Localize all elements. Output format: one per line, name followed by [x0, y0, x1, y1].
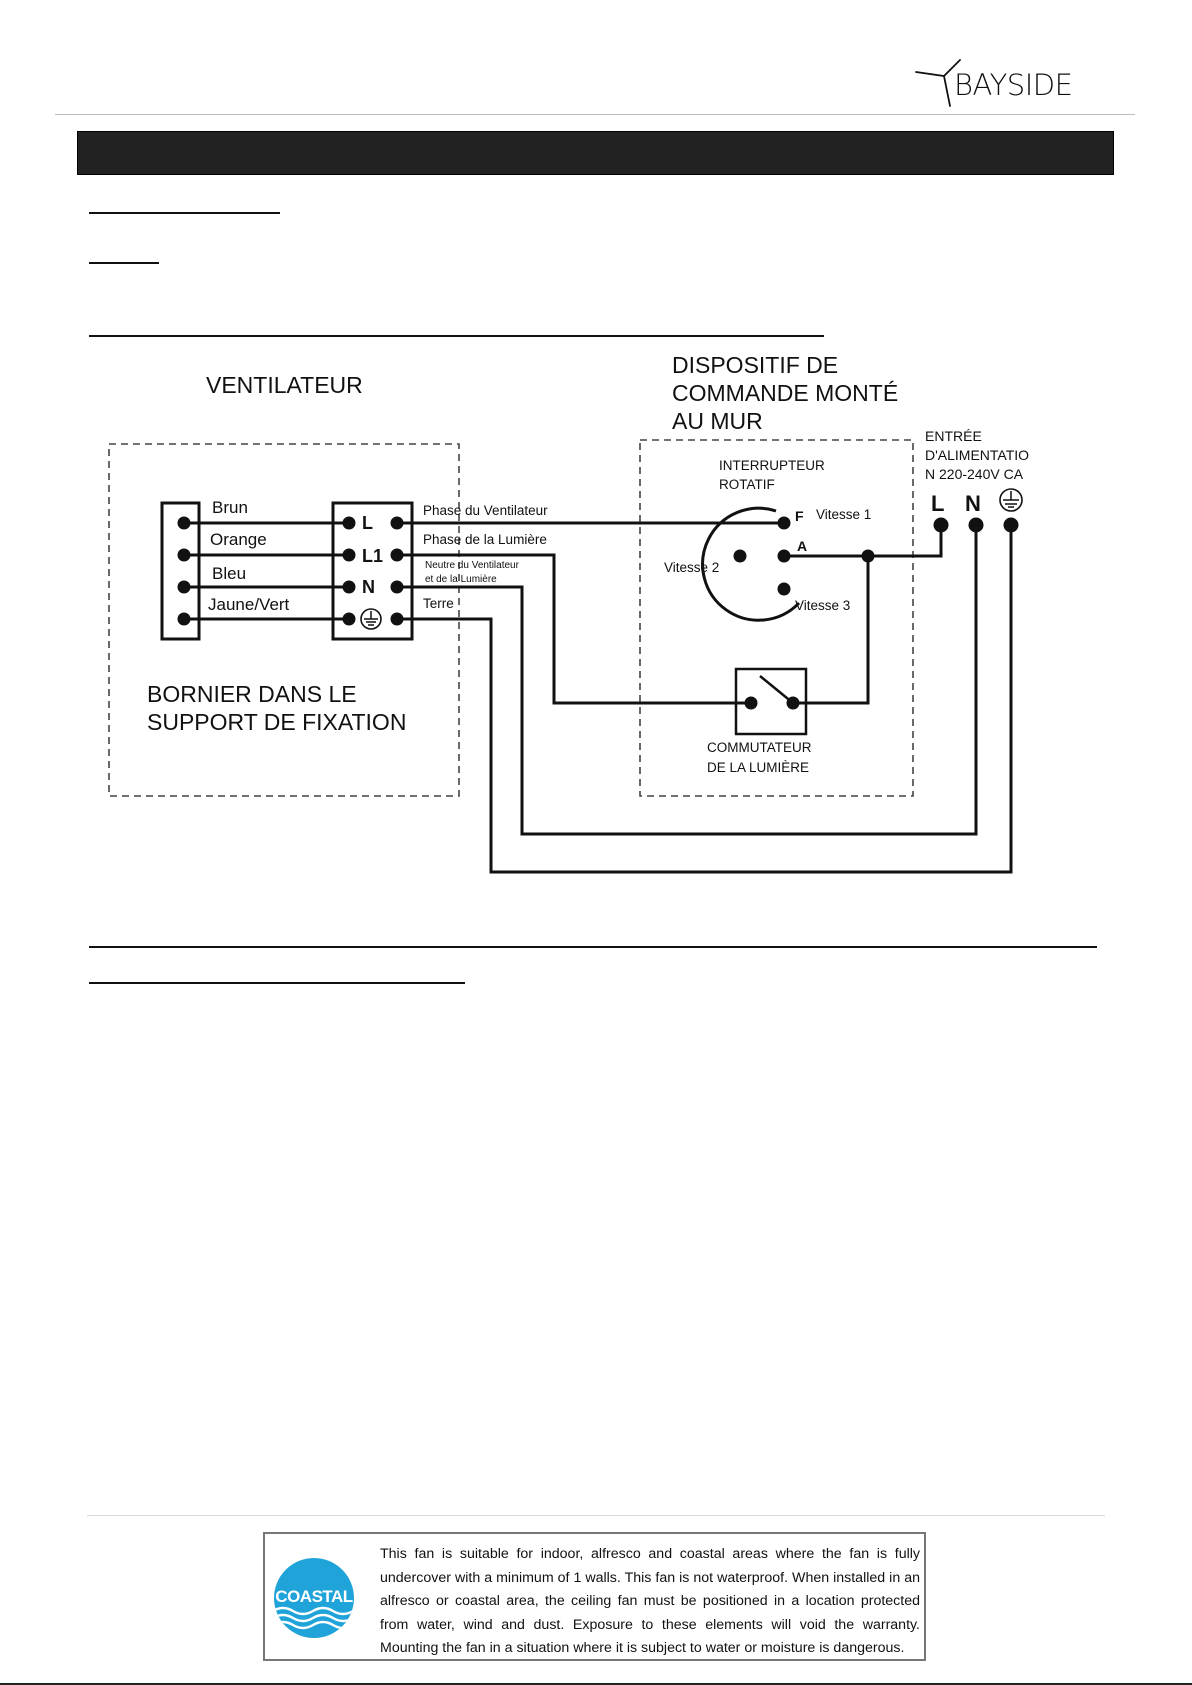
label-neutral-1: Neutre du Ventilateur [425, 560, 520, 571]
heading-underline-5 [89, 982, 465, 984]
heading-underline-3 [89, 335, 824, 337]
rotary-f: F [795, 508, 804, 524]
rotary-switch-arc [701, 506, 801, 622]
header-divider [55, 114, 1135, 115]
power-input-line-2: D'ALIMENTATIO [925, 447, 1029, 463]
coastal-badge-label: COASTAL [275, 1587, 353, 1606]
supply-earth-icon [999, 488, 1023, 512]
wire-color-green-yellow: Jaune/Vert [208, 595, 290, 614]
supply-l-label: L [931, 491, 944, 516]
control-dashed-box [639, 439, 914, 797]
wire-color-orange: Orange [210, 530, 267, 549]
label-neutral-2: et de la Lumière [425, 574, 497, 585]
speed-2-label: Vitesse 2 [664, 560, 719, 575]
speed-1-label: Vitesse 1 [816, 507, 871, 522]
terminal-block-label-1: BORNIER DANS LE [147, 681, 357, 707]
terminal-n: N [362, 577, 375, 597]
light-switch-label-2: DE LA LUMIÈRE [707, 760, 809, 775]
coastal-notice-box [263, 1532, 926, 1661]
control-title-line-2: COMMANDE MONTÉ [672, 380, 898, 406]
wire-color-blue: Bleu [212, 564, 246, 583]
rotary-a: A [797, 538, 807, 554]
section-title-bar [77, 131, 1114, 175]
bayside-logo-mark [915, 59, 961, 107]
light-switch-label-1: COMMUTATEUR [707, 740, 812, 755]
rotary-switch-label-1: INTERRUPTEUR [719, 458, 825, 473]
fan-title: VENTILATEUR [206, 372, 363, 398]
wire-color-brown: Brun [212, 498, 248, 517]
coastal-badge-icon: COASTAL [274, 1558, 354, 1638]
terminal-block-label-2: SUPPORT DE FIXATION [147, 709, 406, 735]
control-title-line-3: AU MUR [672, 408, 763, 434]
power-input-line-1: ENTRÉE [925, 428, 982, 444]
earth-symbol-terminal [360, 608, 382, 630]
footer-divider [87, 1515, 1105, 1516]
speed-3-label: Vitesse 3 [795, 598, 850, 613]
wiring-diagram: VENTILATEUR DISPOSITIF DE COMMANDE MONTÉ… [108, 352, 1029, 874]
page-bottom-rule [0, 1683, 1192, 1685]
terminal-l1: L1 [362, 546, 383, 566]
control-title-line-1: DISPOSITIF DE [672, 352, 838, 378]
supply-n-label: N [965, 491, 981, 516]
label-earth: Terre [423, 596, 454, 611]
power-input-line-3: N 220-240V CA [925, 466, 1024, 482]
coastal-notice-text: This fan is suitable for indoor, alfresc… [380, 1546, 920, 1657]
rotary-switch-label-2: ROTATIF [719, 477, 775, 492]
brand-logo-text: BAYSIDE [954, 68, 1073, 102]
label-fan-phase: Phase du Ventilateur [423, 503, 548, 518]
label-light-phase: Phase de la Lumière [423, 532, 547, 547]
heading-underline-1 [89, 212, 280, 214]
heading-underline-2 [89, 262, 159, 264]
heading-underline-4 [89, 946, 1097, 948]
fan-dashed-box [108, 443, 460, 797]
terminal-l: L [362, 513, 373, 533]
